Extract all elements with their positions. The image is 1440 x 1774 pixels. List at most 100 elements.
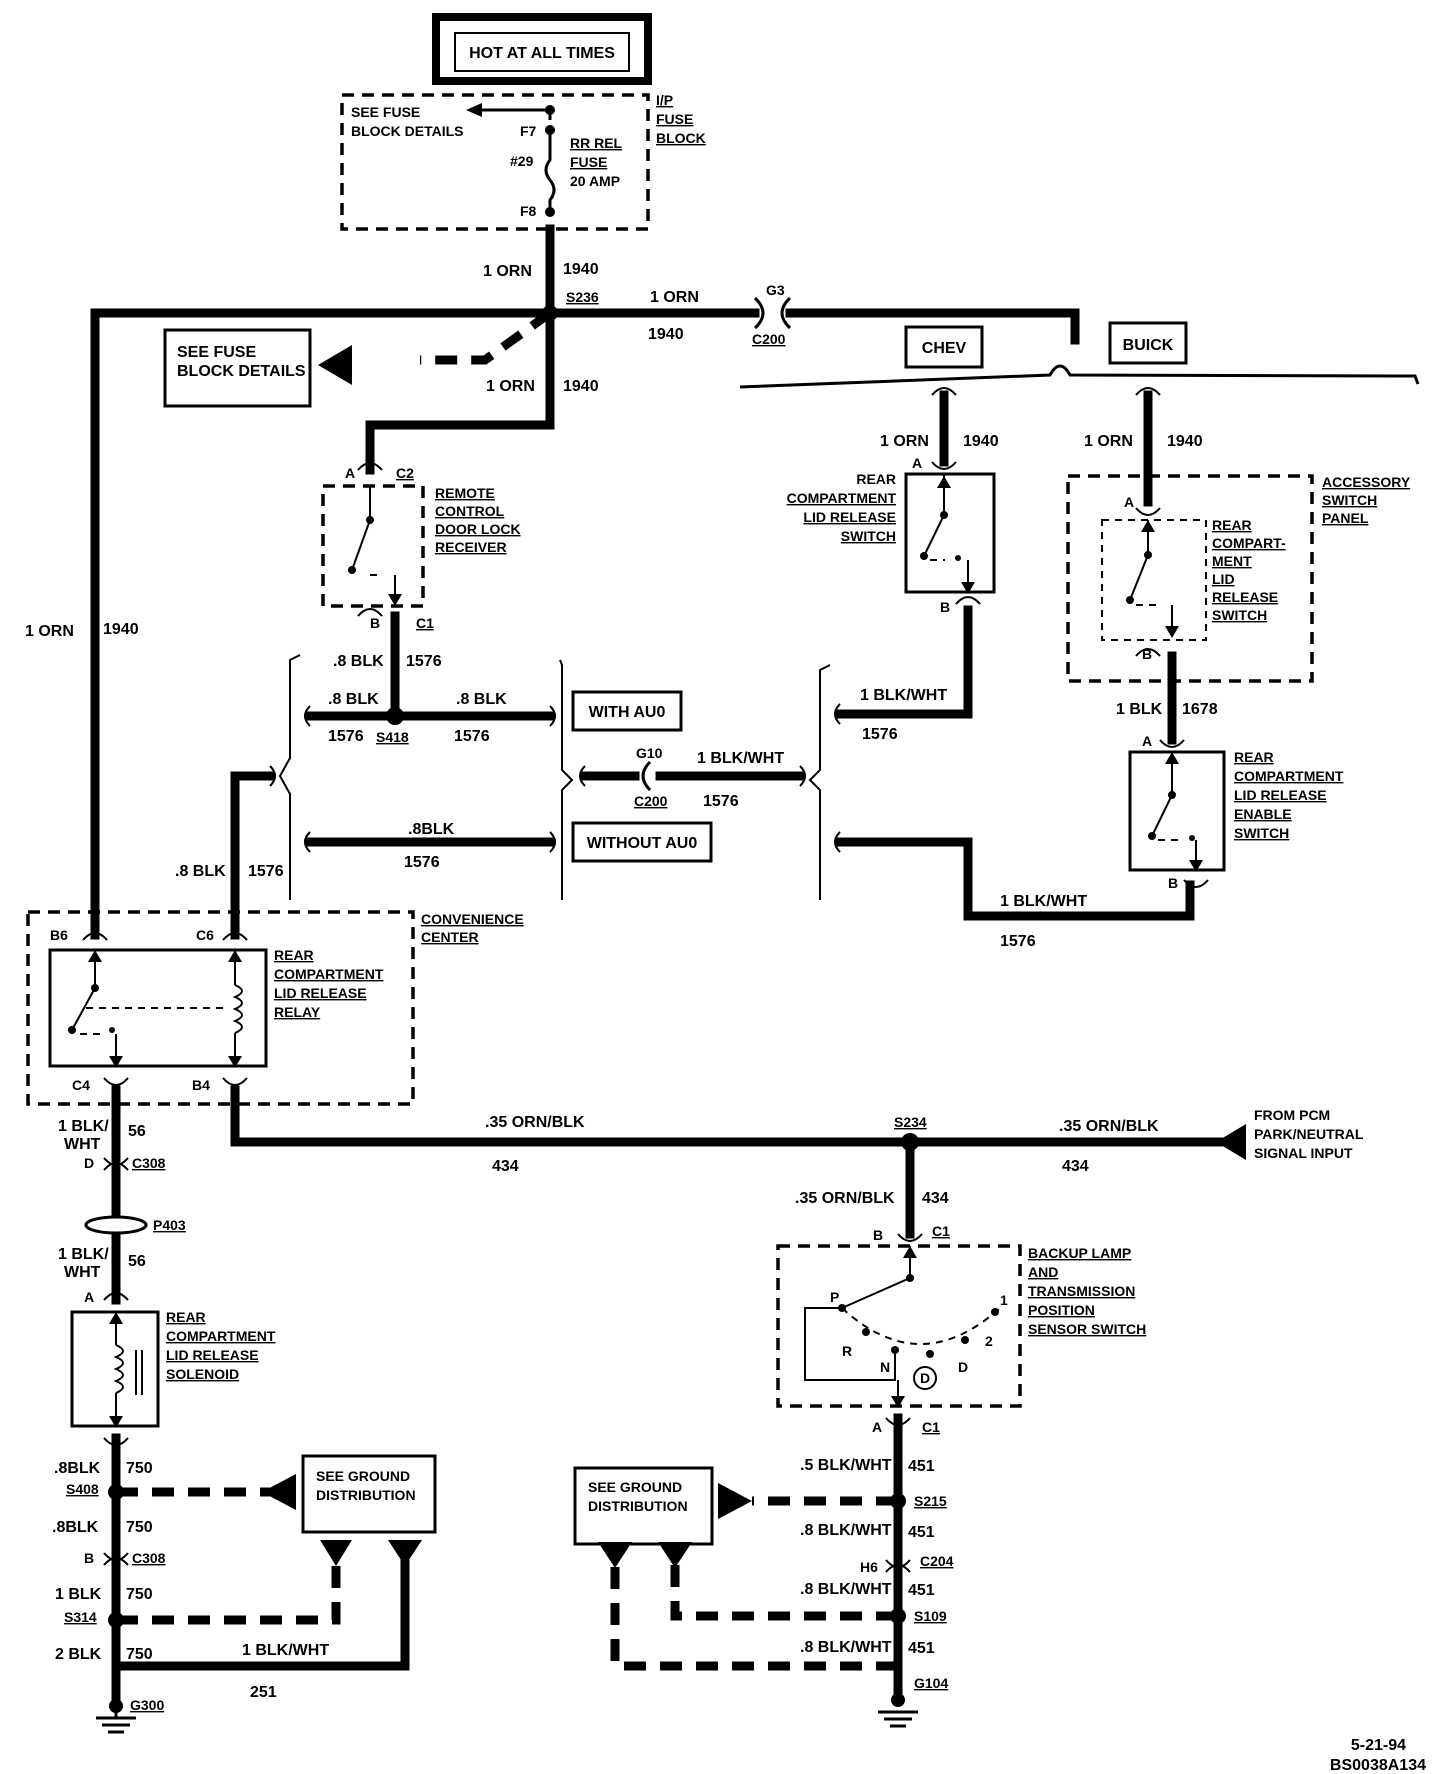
solenoid-label-4: SOLENOID <box>166 1366 239 1382</box>
s408-label: S408 <box>66 1481 99 1497</box>
wire-1blkwht-251: 1 BLK/WHT <box>242 1642 329 1659</box>
hot-at-all-times-box: HOT AT ALL TIMES <box>432 13 652 85</box>
relay-label-3: LID RELEASE <box>274 985 367 1001</box>
with-au0-label: WITH AU0 <box>589 704 666 721</box>
c200-label-mid: C200 <box>634 793 668 809</box>
enable-label-2: COMPARTMENT <box>1234 768 1344 784</box>
g300-750: 750 <box>126 1646 153 1663</box>
receiver-label-4: RECEIVER <box>435 539 507 555</box>
fuse-name-1: RR REL <box>570 135 623 151</box>
c308-label-bottom: C308 <box>132 1550 166 1566</box>
pos-2: 2 <box>985 1333 993 1349</box>
pos-n: N <box>880 1359 890 1375</box>
from-pcm-2: PARK/NEUTRAL <box>1254 1126 1364 1142</box>
pos-d: D <box>958 1359 968 1375</box>
s234-label: S234 <box>894 1114 927 1130</box>
buick-switch-label-5: RELEASE <box>1212 589 1278 605</box>
wire-label-1940-c: 1940 <box>563 378 599 395</box>
s418-label-1576-l: 1576 <box>328 728 364 745</box>
fuse-name-2: FUSE <box>570 154 607 170</box>
panel-label-2: SWITCH <box>1322 492 1377 508</box>
d-circle-label: D <box>920 1370 930 1386</box>
buick-box <box>1108 321 1188 365</box>
conv-b4: B4 <box>192 1077 210 1093</box>
chev-wire-1orn: 1 ORN <box>880 433 929 450</box>
arrow-left-icon-ground-l <box>262 1474 296 1510</box>
g104-label: G104 <box>914 1675 948 1691</box>
backup-label-5: SENSOR SWITCH <box>1028 1321 1146 1337</box>
chev-switch-pin-a: A <box>912 455 922 471</box>
ip-label-1: I/P <box>656 92 673 108</box>
enable-pin-b: B <box>1168 875 1178 891</box>
sol-wire-blkwht-2a: 1 BLK/ <box>58 1246 109 1263</box>
arrow-left-icon-2 <box>318 345 352 385</box>
receiver-c1: C1 <box>416 615 434 631</box>
s408-750-a: 750 <box>126 1460 153 1477</box>
s215-label: S215 <box>914 1493 947 1509</box>
buick-wire-1940: 1940 <box>1167 433 1203 450</box>
convenience-center: CONVENIENCE CENTER B6 C6 REAR COMPARTMEN… <box>26 910 524 1106</box>
conv-b6: B6 <box>50 927 68 943</box>
ip-label-3: BLOCK <box>656 130 706 146</box>
buick-wire-1678: 1678 <box>1182 701 1218 718</box>
ground-g104-icon <box>878 1710 918 1728</box>
arrow-left-icon <box>466 103 482 117</box>
enable-label-1: REAR <box>1234 749 1274 765</box>
s418-label-8blk-r: .8 BLK <box>456 691 507 708</box>
backup-pin-b: B <box>873 1227 883 1243</box>
chev-switch-pin-b: B <box>940 599 950 615</box>
p403-label: P403 <box>153 1217 186 1233</box>
see-ground-l-2: DISTRIBUTION <box>316 1487 416 1503</box>
enable-out-wire: 1 BLK/WHT <box>1000 893 1087 910</box>
g10-c200-connector: G10 C200 1 BLK/WHT 1576 <box>579 745 806 810</box>
wire-label-1orn-b: 1 ORN <box>650 289 699 306</box>
backup-c1-top: C1 <box>932 1223 950 1239</box>
conv-c6: C6 <box>196 927 214 943</box>
hot-at-all-times-label: HOT AT ALL TIMES <box>469 45 615 62</box>
rg-8blkwht-c: .8 BLK/WHT <box>800 1639 892 1656</box>
c204-pin-h6: H6 <box>860 1559 878 1575</box>
ip-fuse-block: SEE FUSE BLOCK DETAILS F7 #29 F8 RR REL … <box>340 92 706 231</box>
receiver-pin-a: A <box>345 465 355 481</box>
solenoid-label-1: REAR <box>166 1309 206 1325</box>
wire-8blk-c6: .8 BLK <box>175 863 226 880</box>
wire-label-1940-b: 1940 <box>648 326 684 343</box>
chev-label: CHEV <box>922 340 967 357</box>
s408-8blk-a: .8BLK <box>54 1460 101 1477</box>
rg-451-d: 451 <box>908 1640 935 1657</box>
sol-wire-56-a: 56 <box>128 1123 146 1140</box>
buick-switch-label-3: MENT <box>1212 553 1252 569</box>
ground-arrow-icon-3 <box>658 1542 692 1568</box>
conv-center-label-2: CENTER <box>421 929 479 945</box>
wire-1576-c6: 1576 <box>248 863 284 880</box>
enable-out-1576: 1576 <box>1000 933 1036 950</box>
chev-out-wire: 1 BLK/WHT <box>860 687 947 704</box>
g300-2blk: 2 BLK <box>55 1646 102 1663</box>
ground-g300-icon <box>96 1706 136 1734</box>
pcm-wire-label-r: .35 ORN/BLK <box>1059 1118 1159 1135</box>
g10-label: G10 <box>636 745 663 761</box>
with-au0-box <box>571 690 683 732</box>
ground-arrow-icon-4 <box>598 1542 632 1568</box>
d-circle-icon <box>913 1366 937 1390</box>
s418-label-8blk-l: .8 BLK <box>328 691 379 708</box>
g10-wire-label: 1 BLK/WHT <box>697 750 784 767</box>
enable-label-3: LID RELEASE <box>1234 787 1327 803</box>
relay-label-4: RELAY <box>274 1004 321 1020</box>
footer-date: 5-21-94 <box>1351 1737 1406 1754</box>
pcm-wire-label-l: .35 ORN/BLK <box>485 1114 585 1131</box>
rear-compartment-enable-switch: A B REAR COMPARTMENT LID RELEASE ENABLE … <box>1128 733 1344 891</box>
conv-c4: C4 <box>72 1077 90 1093</box>
solenoid-label-3: LID RELEASE <box>166 1347 259 1363</box>
without-8blk: .8BLK <box>408 821 455 838</box>
wire-8blk-receiver: .8 BLK <box>333 653 384 670</box>
rear-compartment-lid-release-solenoid: REAR COMPARTMENT LID RELEASE SOLENOID <box>70 1309 276 1428</box>
panel-label-3: PANEL <box>1322 510 1369 526</box>
c308b-750: 750 <box>126 1519 153 1536</box>
panel-label-1: ACCESSORY <box>1322 474 1411 490</box>
from-pcm-3: SIGNAL INPUT <box>1254 1145 1353 1161</box>
receiver-label-1: REMOTE <box>435 485 495 501</box>
footer-code: BS0038A134 <box>1330 1757 1426 1774</box>
buick-switch-label-6: SWITCH <box>1212 607 1267 623</box>
